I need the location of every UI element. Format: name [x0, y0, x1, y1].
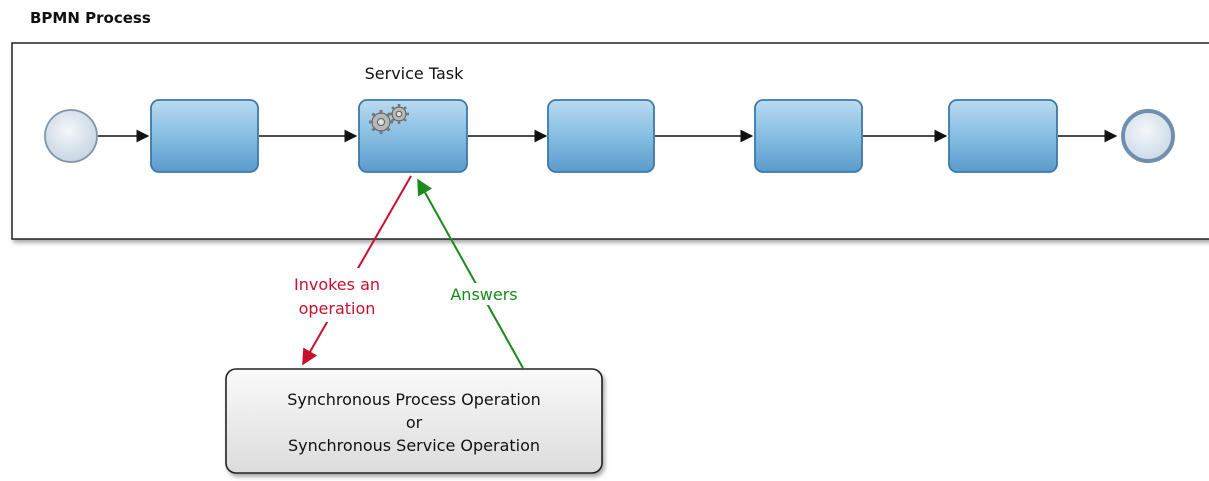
task-1[interactable]: [150, 99, 259, 173]
operation-line1: Synchronous Process Operation: [287, 390, 541, 409]
operation-box[interactable]: Synchronous Process Operation or Synchro…: [225, 368, 603, 474]
answer-label-bg: [437, 283, 533, 305]
task-4[interactable]: [754, 99, 863, 173]
end-event[interactable]: [1121, 109, 1175, 163]
gears-icon: [369, 104, 409, 134]
start-event[interactable]: [44, 109, 98, 163]
operation-line2: or: [406, 413, 423, 432]
invoke-label-line1: Invokes an: [294, 275, 380, 294]
task-3[interactable]: [547, 99, 655, 173]
answer-label: Answers: [450, 285, 517, 304]
service-task[interactable]: [358, 99, 468, 173]
pool-title: BPMN Process: [30, 9, 151, 27]
invoke-label-line2: operation: [299, 299, 376, 318]
operation-line3: Synchronous Service Operation: [288, 436, 540, 455]
task-5[interactable]: [948, 99, 1058, 173]
service-task-label: Service Task: [365, 64, 464, 83]
answer-arrow: [417, 178, 524, 369]
invoke-label-bg: [283, 268, 391, 322]
